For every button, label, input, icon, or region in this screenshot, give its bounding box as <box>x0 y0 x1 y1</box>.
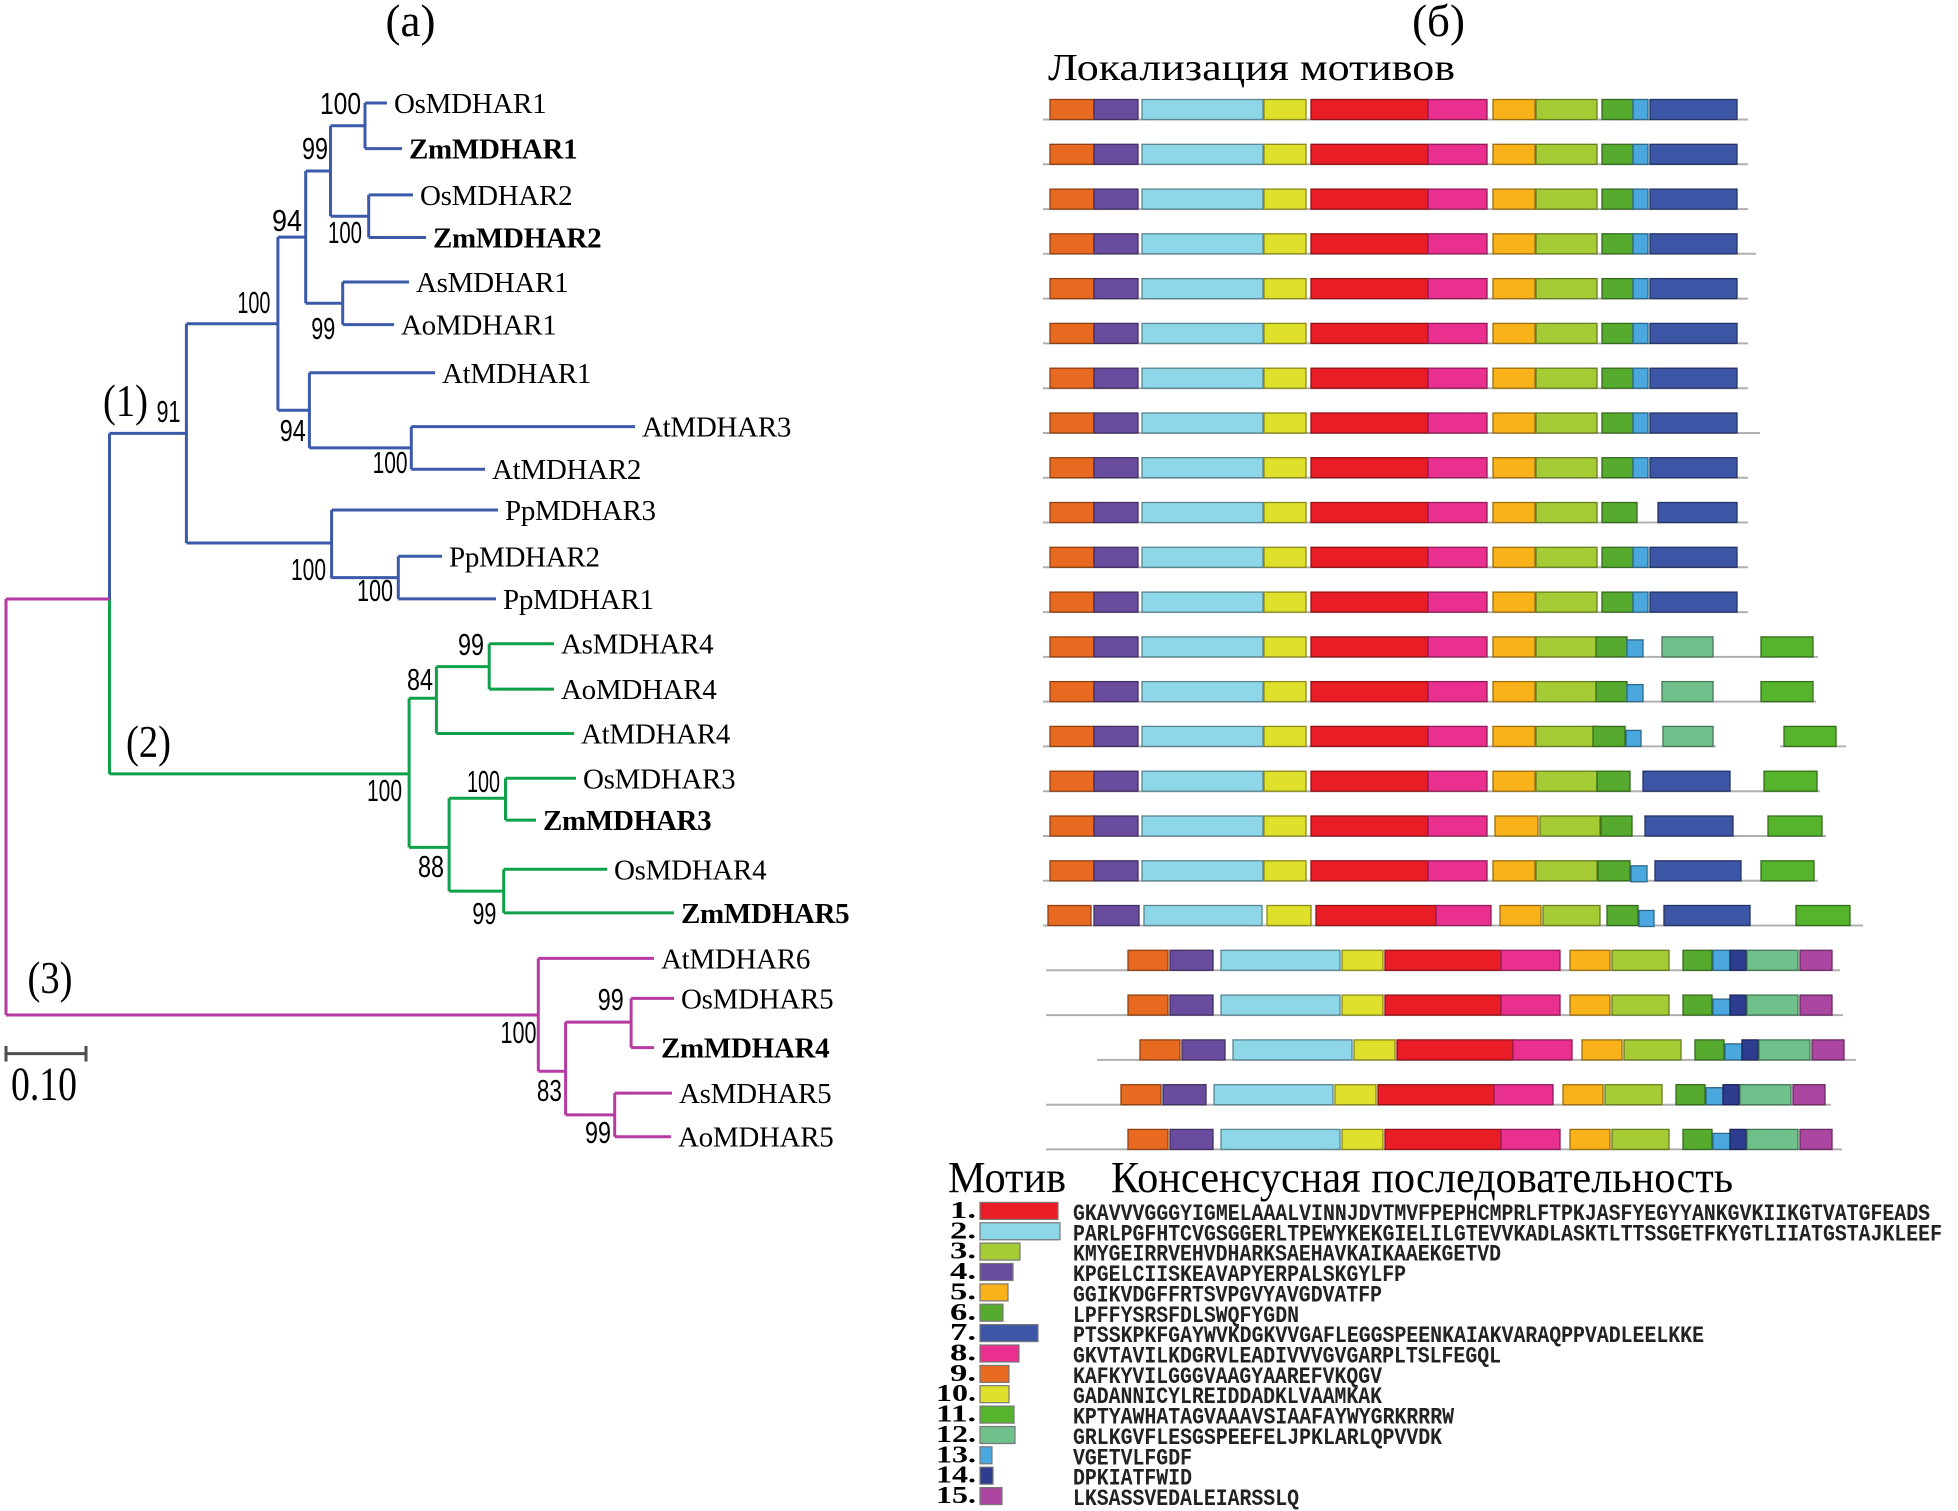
svg-text:PpMDHAR1: PpMDHAR1 <box>503 584 654 616</box>
svg-text:PpMDHAR3: PpMDHAR3 <box>505 495 656 527</box>
svg-text:AoMDHAR1: AoMDHAR1 <box>401 310 557 342</box>
svg-text:100: 100 <box>320 86 361 121</box>
svg-text:AtMDHAR4: AtMDHAR4 <box>581 719 731 751</box>
svg-text:KPTYAWHATAGVAAAVSIAAFAYWYGRKRR: KPTYAWHATAGVAAAVSIAAFAYWYGRKRRRW <box>1073 1405 1454 1431</box>
svg-text:99: 99 <box>311 311 335 346</box>
svg-text:ZmMDHAR4: ZmMDHAR4 <box>661 1033 829 1065</box>
svg-text:KPGELCIISKEAVAPYERPALSKGYLFP: KPGELCIISKEAVAPYERPALSKGYLFP <box>1073 1262 1406 1288</box>
svg-text:AtMDHAR6: AtMDHAR6 <box>661 943 810 975</box>
svg-text:99: 99 <box>598 982 624 1017</box>
svg-text:ZmMDHAR2: ZmMDHAR2 <box>433 223 601 255</box>
svg-text:4.: 4. <box>950 1259 976 1285</box>
svg-text:DPKIATFWID: DPKIATFWID <box>1073 1466 1192 1492</box>
svg-text:15.: 15. <box>936 1483 976 1509</box>
svg-text:6.: 6. <box>950 1300 976 1326</box>
svg-text:OsMDHAR3: OsMDHAR3 <box>583 763 735 795</box>
svg-text:13.: 13. <box>936 1442 976 1468</box>
svg-text:AtMDHAR3: AtMDHAR3 <box>642 412 791 444</box>
svg-text:PTSSKPKFGAYWVKDGKVVGAFLEGGSPEE: PTSSKPKFGAYWVKDGKVVGAFLEGGSPEENKAIAKVARA… <box>1073 1323 1704 1349</box>
svg-text:94: 94 <box>280 413 306 448</box>
svg-text:8.: 8. <box>950 1341 976 1367</box>
svg-text:KAFKYVILGGGVAAGYAAREFVKQGV: KAFKYVILGGGVAAGYAAREFVKQGV <box>1073 1364 1382 1390</box>
svg-text:AoMDHAR5: AoMDHAR5 <box>678 1122 834 1154</box>
svg-text:AsMDHAR4: AsMDHAR4 <box>561 629 714 661</box>
svg-text:OsMDHAR5: OsMDHAR5 <box>681 983 833 1015</box>
svg-text:0.10: 0.10 <box>11 1058 77 1111</box>
svg-text:GRLKGVFLESGSPEEFELJPKLARLQPVVD: GRLKGVFLESGSPEEFELJPKLARLQPVVDK <box>1073 1425 1442 1451</box>
svg-text:2.: 2. <box>950 1218 976 1244</box>
svg-text:OsMDHAR1: OsMDHAR1 <box>394 88 546 120</box>
svg-text:100: 100 <box>357 573 393 608</box>
svg-text:100: 100 <box>373 445 408 480</box>
svg-text:100: 100 <box>367 773 402 808</box>
svg-text:(2): (2) <box>126 717 171 767</box>
svg-text:12.: 12. <box>936 1422 976 1448</box>
svg-text:OsMDHAR4: OsMDHAR4 <box>614 854 767 886</box>
svg-text:7.: 7. <box>950 1320 976 1346</box>
svg-text:99: 99 <box>472 896 496 931</box>
svg-text:VGETVLFGDF: VGETVLFGDF <box>1073 1445 1192 1471</box>
svg-text:GGIKVDGFFRTSVPGVYAVGDVATFP: GGIKVDGFFRTSVPGVYAVGDVATFP <box>1073 1282 1382 1308</box>
svg-text:94: 94 <box>272 203 302 238</box>
svg-text:(a): (a) <box>386 0 436 46</box>
svg-text:84: 84 <box>407 662 433 697</box>
svg-text:AoMDHAR4: AoMDHAR4 <box>561 674 717 706</box>
svg-text:GKAVVVGGGYIGMELAAALVINNJDVTMVF: GKAVVVGGGYIGMELAAALVINNJDVTMVFPEPHCMPRLF… <box>1073 1201 1930 1227</box>
svg-text:83: 83 <box>537 1073 562 1108</box>
svg-text:LKSASSVEDALEIARSSLQ: LKSASSVEDALEIARSSLQ <box>1073 1486 1299 1511</box>
svg-text:(3): (3) <box>28 953 73 1003</box>
svg-text:ZmMDHAR5: ZmMDHAR5 <box>681 898 849 930</box>
svg-text:KMYGEIRRVEHVDHARKSAEHAVKAIKAAE: KMYGEIRRVEHVDHARKSAEHAVKAIKAAEKGETVD <box>1073 1242 1501 1268</box>
svg-text:Консенсусная последовательност: Консенсусная последовательность <box>1111 1153 1733 1202</box>
svg-text:AtMDHAR2: AtMDHAR2 <box>492 454 641 486</box>
svg-text:PpMDHAR2: PpMDHAR2 <box>449 541 600 573</box>
svg-text:LPFFYSRSFDLSWQFYGDN: LPFFYSRSFDLSWQFYGDN <box>1073 1303 1299 1329</box>
svg-text:100: 100 <box>328 215 362 250</box>
svg-text:11.: 11. <box>936 1402 976 1428</box>
svg-text:100: 100 <box>237 285 270 320</box>
svg-text:ZmMDHAR3: ZmMDHAR3 <box>543 805 711 837</box>
svg-text:14.: 14. <box>936 1463 976 1489</box>
svg-text:GADANNICYLREIDDADKLVAAMKAK: GADANNICYLREIDDADKLVAAMKAK <box>1073 1384 1382 1410</box>
svg-text:99: 99 <box>458 627 484 662</box>
svg-text:3.: 3. <box>950 1239 976 1265</box>
svg-text:GKVTAVILKDGRVLEADIVVVGVGARPLTS: GKVTAVILKDGRVLEADIVVVGVGARPLTSLFEGQL <box>1073 1344 1501 1370</box>
svg-text:100: 100 <box>467 764 500 799</box>
svg-text:99: 99 <box>585 1115 611 1150</box>
svg-text:(1): (1) <box>103 376 148 426</box>
svg-text:99: 99 <box>302 131 328 166</box>
svg-text:10.: 10. <box>936 1381 976 1407</box>
svg-text:OsMDHAR2: OsMDHAR2 <box>420 180 572 212</box>
svg-text:5.: 5. <box>950 1279 976 1305</box>
svg-text:(б): (б) <box>1412 0 1465 46</box>
svg-text:91: 91 <box>157 394 181 429</box>
svg-text:AsMDHAR5: AsMDHAR5 <box>679 1078 831 1110</box>
svg-text:Локализация мотивов: Локализация мотивов <box>1048 47 1455 89</box>
svg-text:ZmMDHAR1: ZmMDHAR1 <box>409 134 577 166</box>
svg-text:AtMDHAR1: AtMDHAR1 <box>442 358 591 390</box>
svg-text:100: 100 <box>501 1015 537 1050</box>
svg-text:9.: 9. <box>950 1361 976 1387</box>
svg-text:PARLPGFHTCVGSGGERLTPEWYKEKGIEL: PARLPGFHTCVGSGGERLTPEWYKEKGIELILGTEVVKAD… <box>1073 1221 1942 1247</box>
svg-text:88: 88 <box>418 849 444 884</box>
svg-text:1.: 1. <box>950 1198 976 1224</box>
svg-text:AsMDHAR1: AsMDHAR1 <box>416 267 568 299</box>
svg-text:100: 100 <box>291 552 326 587</box>
svg-text:Мотив: Мотив <box>948 1153 1066 1202</box>
